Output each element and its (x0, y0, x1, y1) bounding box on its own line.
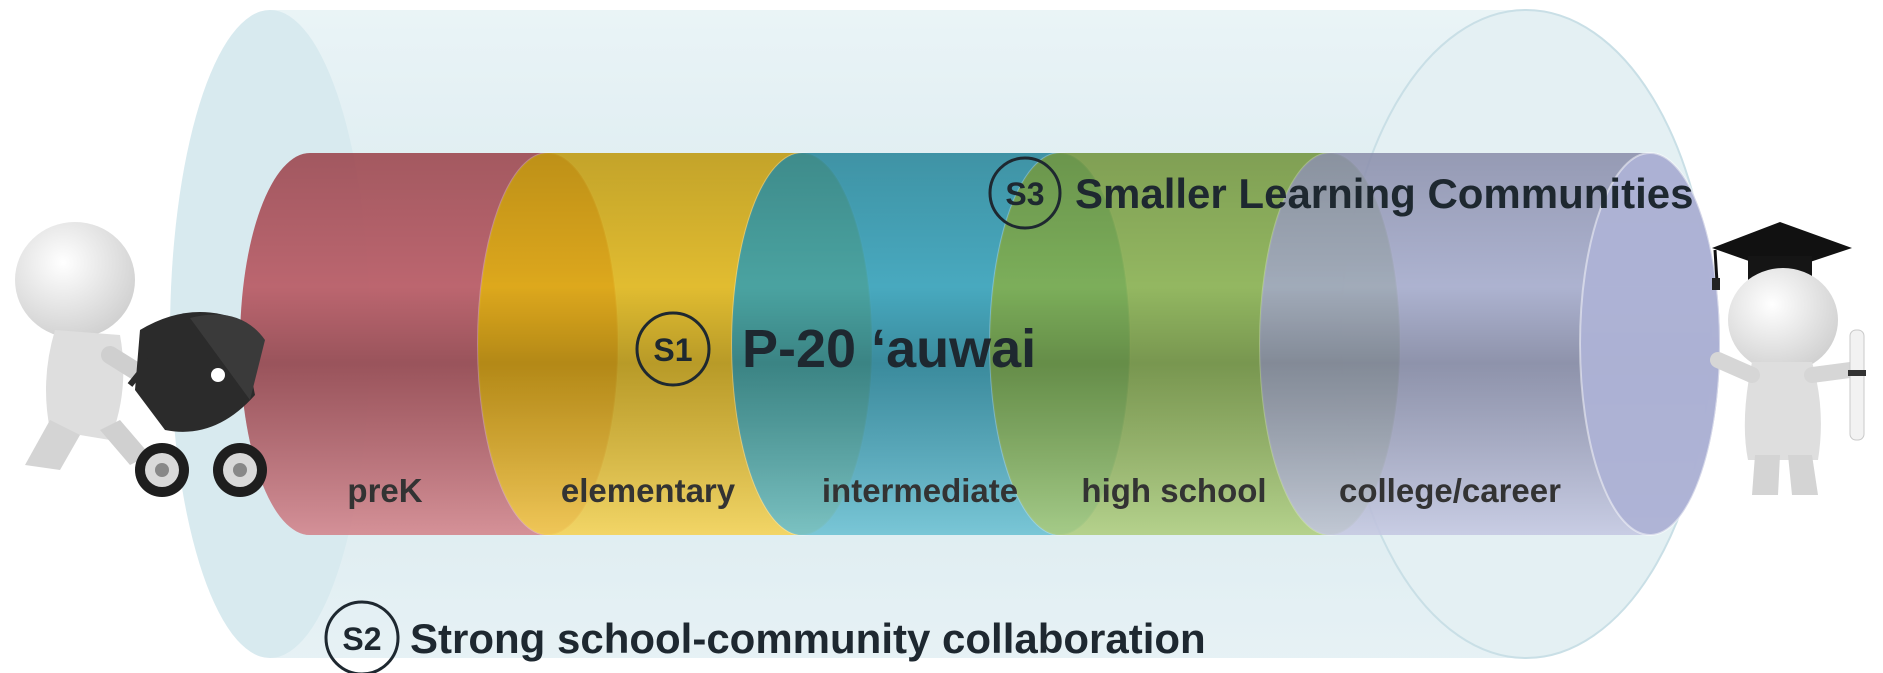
strategy-s3: S3 Smaller Learning Communities (988, 156, 1693, 230)
strategy-s1: S1 P-20 ‘auwai (635, 311, 1036, 387)
strategy-s2: S2 Strong school-community collaboration (324, 600, 1206, 673)
stage-label-high-school: high school (1081, 472, 1266, 509)
stage-label-college-career: college/career (1339, 472, 1561, 509)
s1-label: P-20 ‘auwai (742, 319, 1036, 379)
cylinder-face-college-career (1579, 152, 1721, 536)
cylinder-college-career (1260, 152, 1721, 536)
stage-cylinders (240, 152, 1721, 536)
s1-badge-circle (635, 311, 711, 387)
s2-badge: S2 (342, 621, 381, 657)
stage-label-prek: preK (347, 472, 422, 509)
stage-labels: preK elementary intermediate high school… (347, 472, 1561, 509)
s2-label: Strong school-community collaboration (410, 615, 1206, 662)
graduate-with-diploma-icon (1710, 222, 1866, 495)
s3-label: Smaller Learning Communities (1075, 170, 1693, 217)
s1-badge: S1 (653, 332, 692, 368)
child-with-stroller-icon (15, 222, 267, 497)
stage-label-intermediate: intermediate (822, 472, 1018, 509)
s3-badge-circle (988, 156, 1062, 230)
s2-badge-circle (324, 600, 400, 673)
s3-badge: S3 (1005, 176, 1044, 212)
stage-label-elementary: elementary (561, 472, 736, 509)
